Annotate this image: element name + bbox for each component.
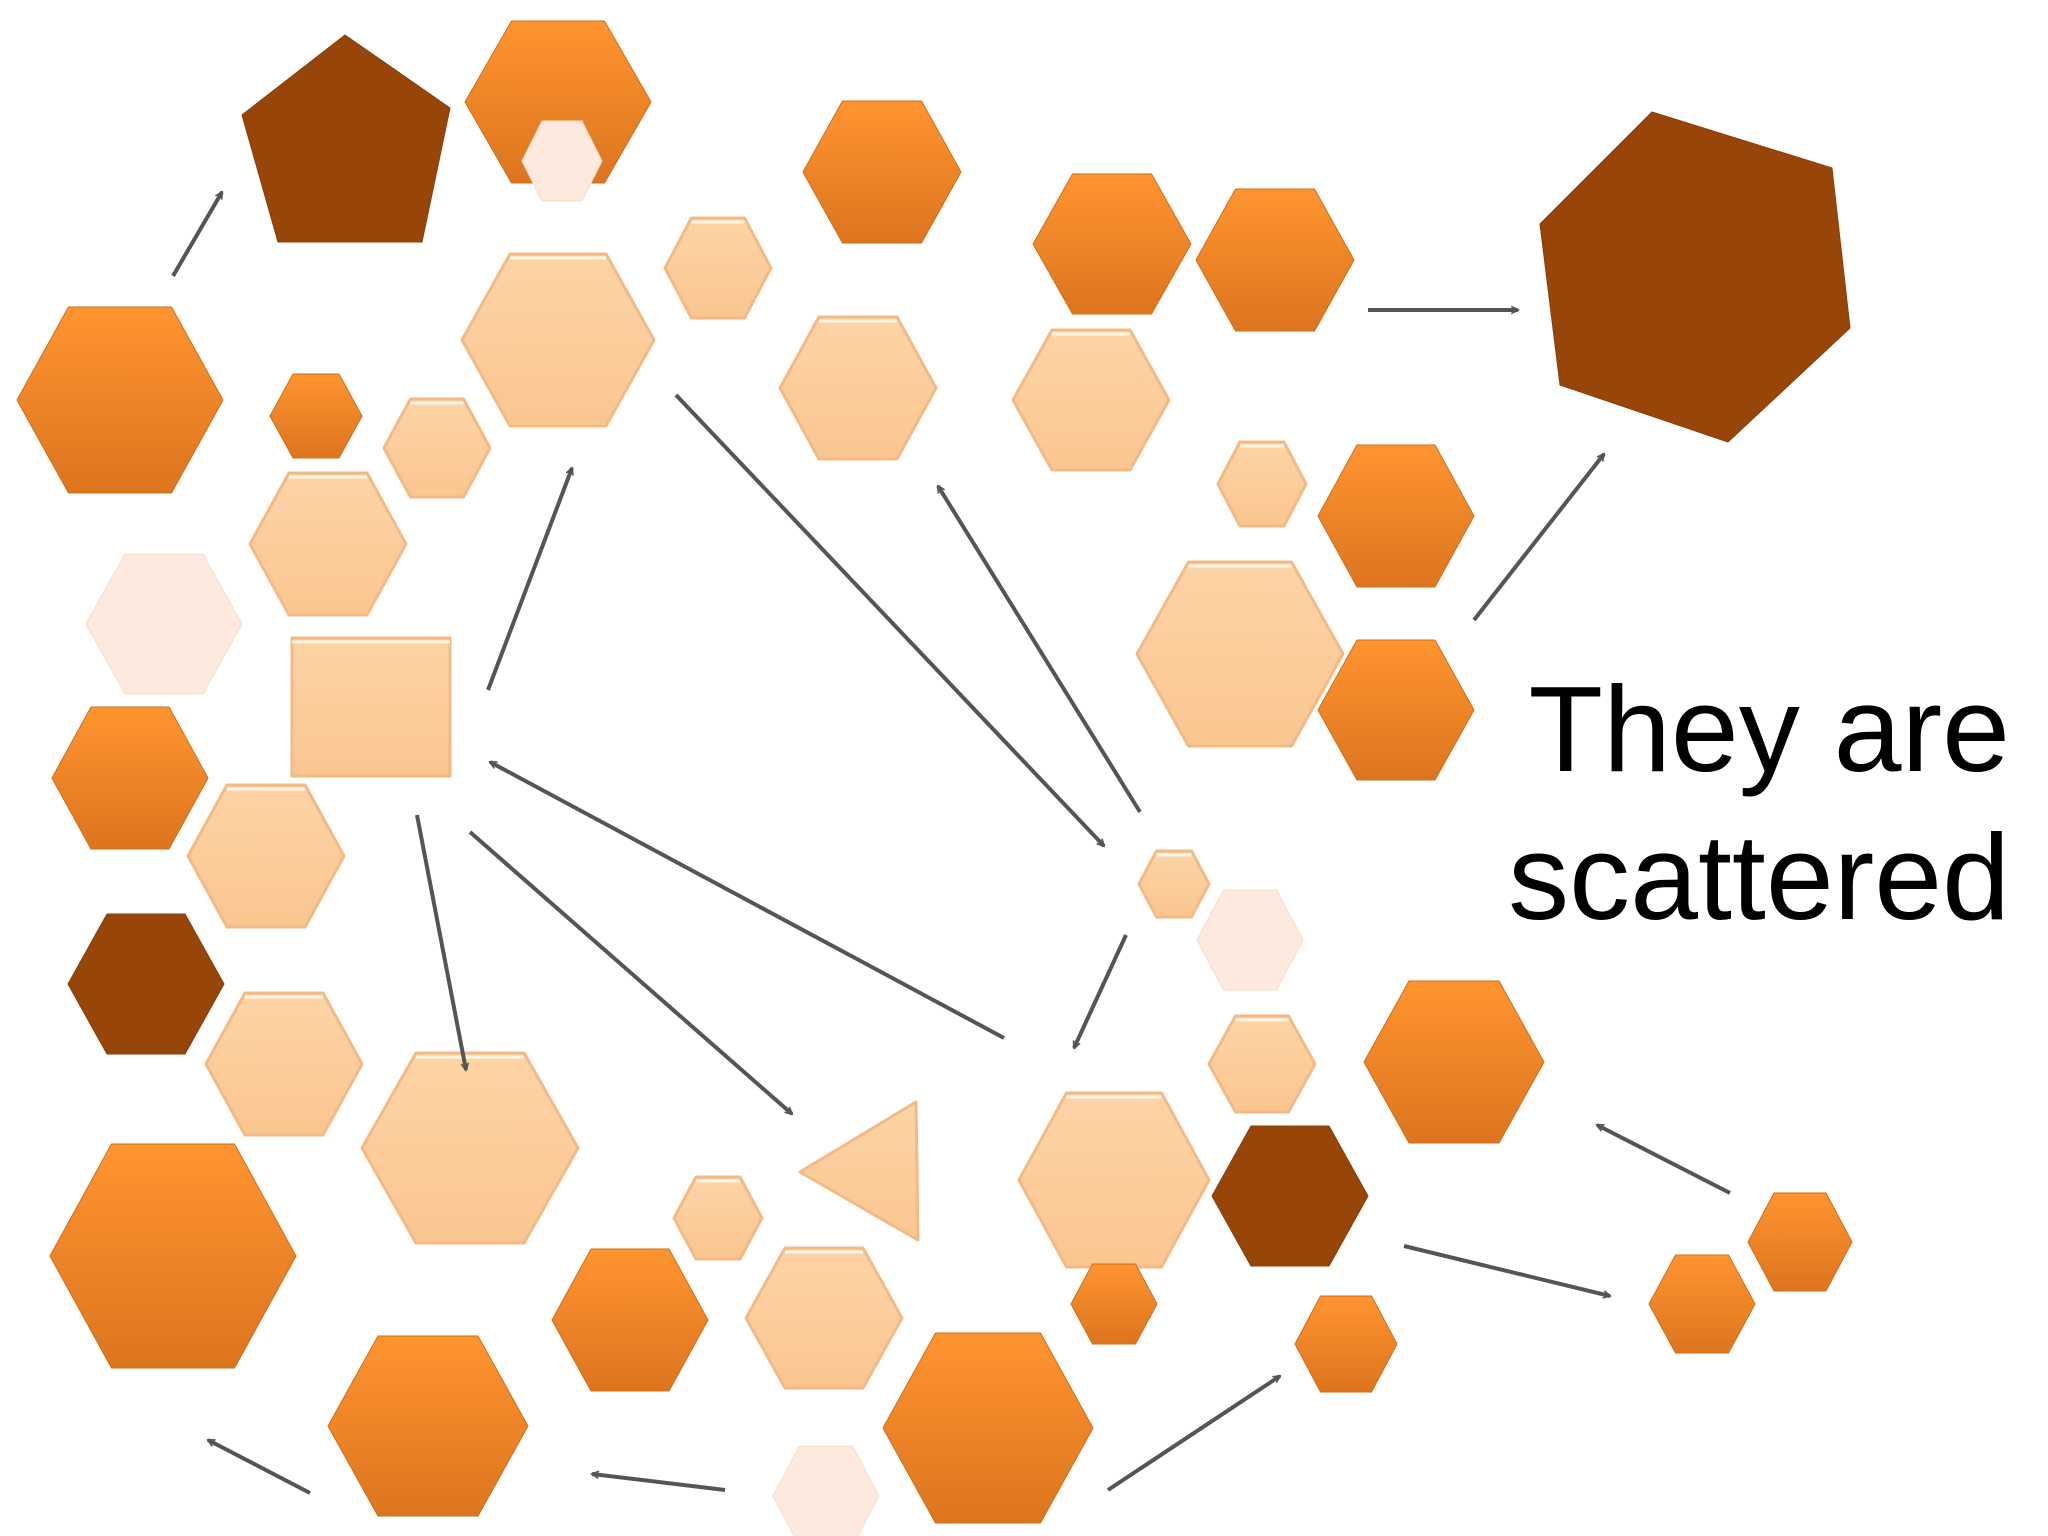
arrow-3 xyxy=(1472,454,1606,622)
hexagon-17 xyxy=(1135,560,1345,748)
caption-line-2: scattered xyxy=(1508,809,2010,945)
hexagon-8 xyxy=(16,306,224,494)
shapes-layer xyxy=(16,20,1853,1536)
hexagon-1 xyxy=(464,20,652,184)
hexagon-2 xyxy=(521,120,603,202)
hexagon-36 xyxy=(744,1246,904,1390)
hexagon-14 xyxy=(1317,444,1475,588)
hexagon-33 xyxy=(1648,1254,1756,1354)
hexagon-9 xyxy=(269,373,363,459)
arrow-8 xyxy=(1072,934,1128,1048)
hexagon-5 xyxy=(1195,188,1355,332)
hexagon-18 xyxy=(1317,639,1475,781)
arrow-1 xyxy=(171,192,224,278)
arrow-13 xyxy=(208,1438,311,1495)
arrow-4 xyxy=(486,468,574,691)
hexagon-32 xyxy=(1747,1192,1853,1292)
arrow-9 xyxy=(415,814,466,1070)
hexagon-35 xyxy=(551,1248,709,1392)
hexagon-28 xyxy=(1363,980,1545,1144)
hexagon-37 xyxy=(1294,1295,1398,1393)
hexagon-26 xyxy=(360,1051,580,1245)
hexagon-7 xyxy=(460,252,656,428)
hexagon-12 xyxy=(1011,328,1171,472)
hexagon-19 xyxy=(51,706,209,850)
hexagon-10 xyxy=(382,397,492,499)
arrow-6 xyxy=(936,486,1142,814)
arrow-10 xyxy=(468,830,792,1116)
caption: They are scattered xyxy=(1380,655,2010,951)
hexagon-3 xyxy=(802,100,962,244)
hexagon-31 xyxy=(672,1175,764,1261)
hexagon-22 xyxy=(1196,889,1304,991)
hexagon-16 xyxy=(85,553,243,695)
arrow-5 xyxy=(674,393,1104,846)
hexagon-27 xyxy=(1017,1091,1211,1269)
hexagon-24 xyxy=(204,991,364,1137)
arrow-12 xyxy=(1403,1244,1610,1296)
arrow-11 xyxy=(1597,1123,1731,1195)
hexagon-25 xyxy=(1207,1014,1317,1114)
pentagon xyxy=(241,34,451,243)
hexagon-30 xyxy=(49,1143,297,1369)
arrow-7 xyxy=(490,760,1005,1040)
large-heptagon xyxy=(1539,111,1851,443)
caption-line-1: They are xyxy=(1528,661,2010,797)
hexagon-29 xyxy=(1211,1125,1369,1267)
hexagon-38 xyxy=(327,1335,529,1517)
hexagon-13 xyxy=(1216,440,1308,528)
hexagon-4 xyxy=(1032,173,1192,315)
hexagon-15 xyxy=(248,471,408,617)
triangle xyxy=(798,1100,920,1242)
hexagon-6 xyxy=(663,216,773,320)
square xyxy=(290,636,452,778)
arrow-14 xyxy=(592,1474,726,1492)
hexagon-40 xyxy=(772,1445,880,1536)
hexagon-21 xyxy=(1137,849,1211,919)
hexagon-20 xyxy=(186,783,346,929)
hexagon-11 xyxy=(778,315,938,461)
hexagon-34 xyxy=(1070,1263,1158,1345)
hexagon-39 xyxy=(882,1332,1094,1524)
arrow-15 xyxy=(1106,1374,1280,1492)
hexagon-23 xyxy=(67,913,225,1055)
arrows-layer xyxy=(171,192,1731,1495)
